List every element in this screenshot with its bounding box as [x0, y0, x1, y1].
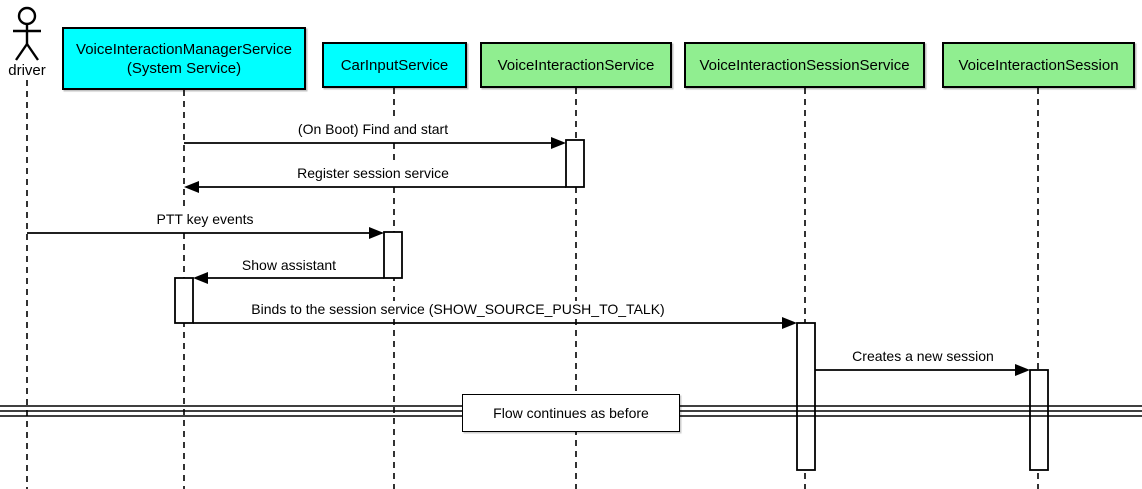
- participant-label: VoiceInteractionManagerService: [76, 40, 292, 58]
- message-label-ptt-key-events: PTT key events: [153, 211, 257, 228]
- activation-bars: [174, 139, 1049, 471]
- divider-label: Flow continues as before: [493, 405, 649, 421]
- arrowhead-right-icon: [1015, 364, 1030, 376]
- participant-voiceinteractionmanagerservice: VoiceInteractionManagerService (System S…: [62, 27, 306, 90]
- arrowhead-left-icon: [184, 181, 199, 193]
- participant-label: VoiceInteractionService: [497, 56, 655, 74]
- arrowhead-left-icon: [193, 272, 208, 284]
- participant-label: VoiceInteractionSession: [958, 56, 1119, 74]
- activation-voiceinteractionmanagerservice: [174, 277, 194, 324]
- arrowhead-right-icon: [551, 137, 566, 149]
- divider-label-box: Flow continues as before: [462, 394, 680, 432]
- message-label-binds-session-service: Binds to the session service (SHOW_SOURC…: [248, 301, 668, 318]
- participant-sublabel: (System Service): [126, 59, 242, 77]
- arrowhead-right-icon: [782, 317, 797, 329]
- message-label-find-and-start: (On Boot) Find and start: [294, 121, 452, 138]
- message-label-creates-new-session: Creates a new session: [849, 348, 997, 365]
- activation-voiceinteractionsessionservice: [796, 322, 816, 471]
- participant-label: VoiceInteractionSessionService: [699, 56, 910, 74]
- arrowhead-right-icon: [369, 227, 384, 239]
- actor-label: driver: [8, 62, 46, 79]
- participant-carinputservice: CarInputService: [322, 42, 467, 88]
- activation-voiceinteractionservice: [565, 139, 585, 188]
- participant-voiceinteractionsession: VoiceInteractionSession: [942, 42, 1135, 88]
- participant-label: CarInputService: [340, 56, 449, 74]
- activation-voiceinteractionsession: [1029, 369, 1049, 471]
- message-label-show-assistant: Show assistant: [238, 257, 340, 274]
- message-label-register-session-service: Register session service: [294, 165, 452, 182]
- participant-voiceinteractionservice: VoiceInteractionService: [480, 42, 672, 88]
- message-arrows: [27, 137, 1030, 376]
- activation-carinputservice: [383, 231, 403, 279]
- participant-voiceinteractionsessionservice: VoiceInteractionSessionService: [684, 42, 925, 88]
- actor-icon: [13, 6, 41, 61]
